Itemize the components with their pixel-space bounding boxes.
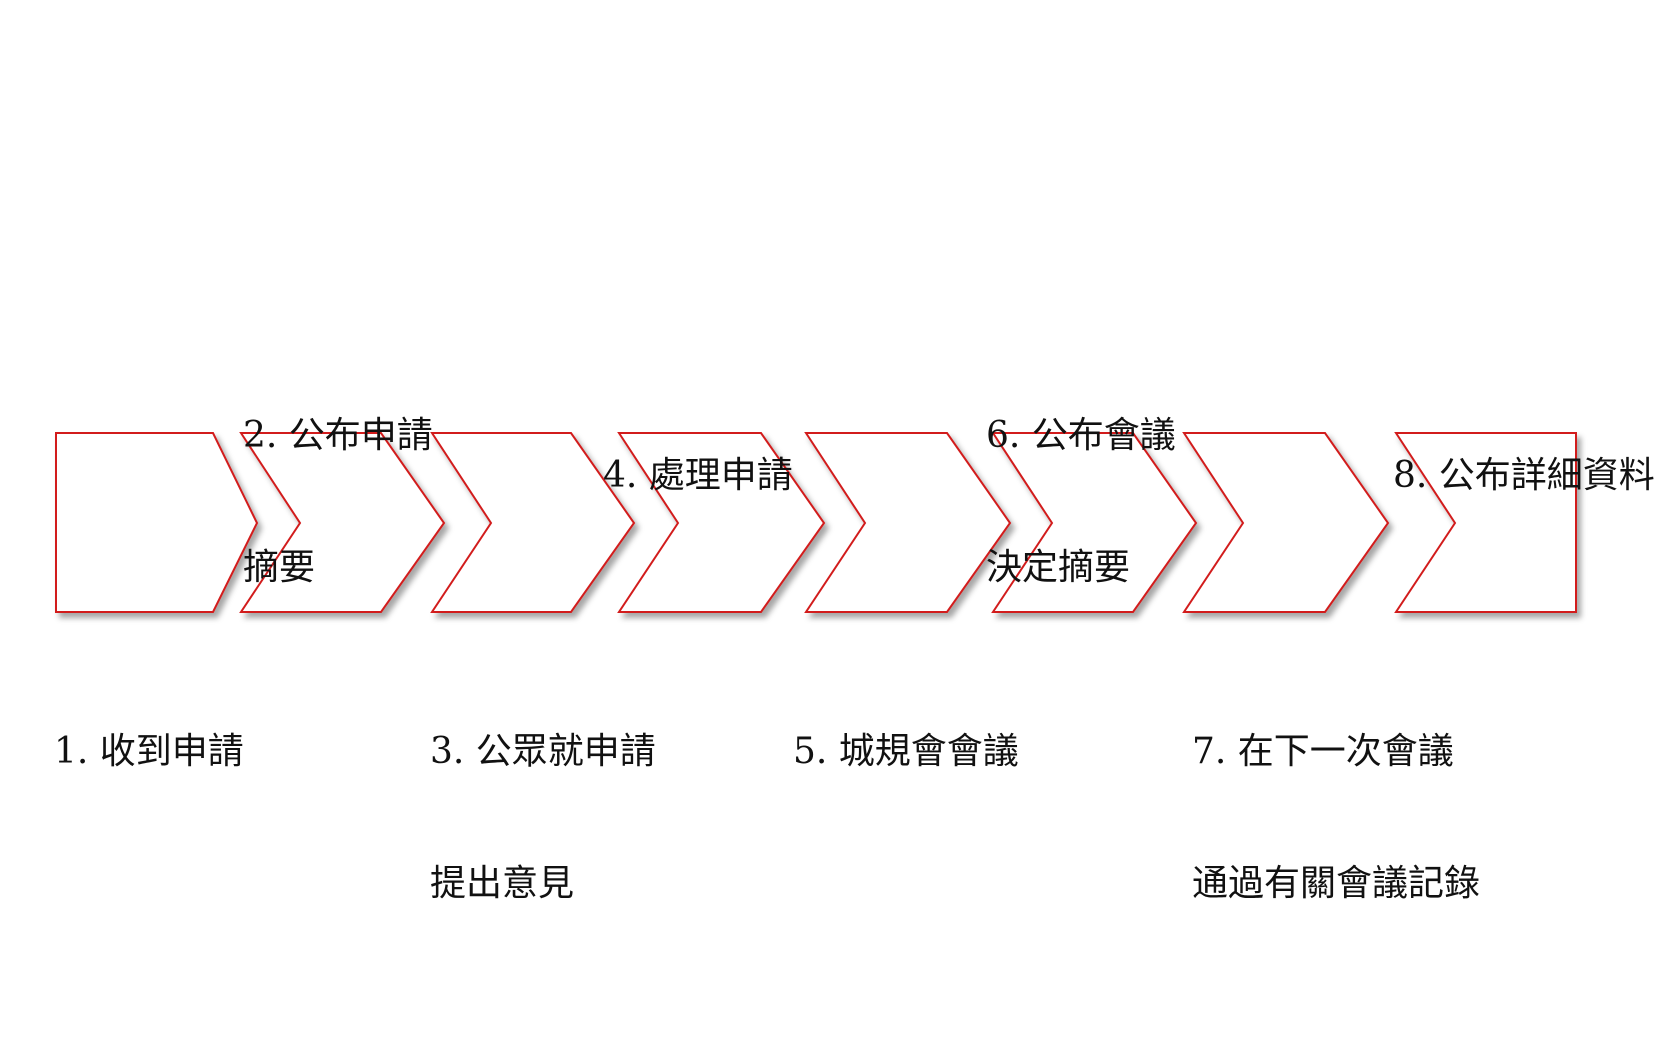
- step-8-label: 8. 公布詳細資料: [1393, 366, 1655, 586]
- chevron-step-1: [55, 432, 259, 613]
- step-5-line-1: 5. 城規會會議: [793, 731, 1019, 772]
- step-3-line-2: 提出意見: [430, 863, 575, 904]
- step-5-label: 5. 城規會會議: [793, 642, 1019, 862]
- chevron-step-6: [991, 432, 1198, 613]
- chevron-step-5: [804, 432, 1012, 613]
- step-6-line-2: 決定摘要: [986, 547, 1131, 588]
- step-2-line-2: 摘要: [243, 547, 316, 588]
- chevron-step-4: [617, 432, 826, 613]
- chevron-step-8: [1394, 432, 1577, 613]
- step-3-line-1: 3. 公眾就申請: [430, 731, 656, 772]
- step-1-label: 1. 收到申請: [54, 642, 244, 862]
- step-7-label: 7. 在下一次會議 通過有關會議記錄: [1192, 642, 1480, 994]
- step-1-line-1: 1. 收到申請: [54, 731, 244, 772]
- step-4-label: 4. 處理申請: [603, 366, 793, 586]
- chevron-step-2: [239, 432, 446, 613]
- step-7-line-2: 通過有關會議記錄: [1192, 863, 1481, 904]
- step-7-line-1: 7. 在下一次會議: [1192, 731, 1454, 772]
- step-6-line-1: 6. 公布會議: [986, 415, 1176, 456]
- step-8-line-1: 8. 公布詳細資料: [1393, 455, 1655, 496]
- chevron-step-3: [430, 432, 636, 613]
- step-2-line-1: 2. 公布申請: [243, 415, 433, 456]
- step-3-label: 3. 公眾就申請 提出意見: [430, 642, 656, 994]
- step-4-line-1: 4. 處理申請: [603, 455, 793, 496]
- step-2-label: 2. 公布申請 摘要: [243, 326, 433, 678]
- chevron-step-7: [1182, 432, 1390, 613]
- step-6-label: 6. 公布會議 決定摘要: [986, 326, 1176, 678]
